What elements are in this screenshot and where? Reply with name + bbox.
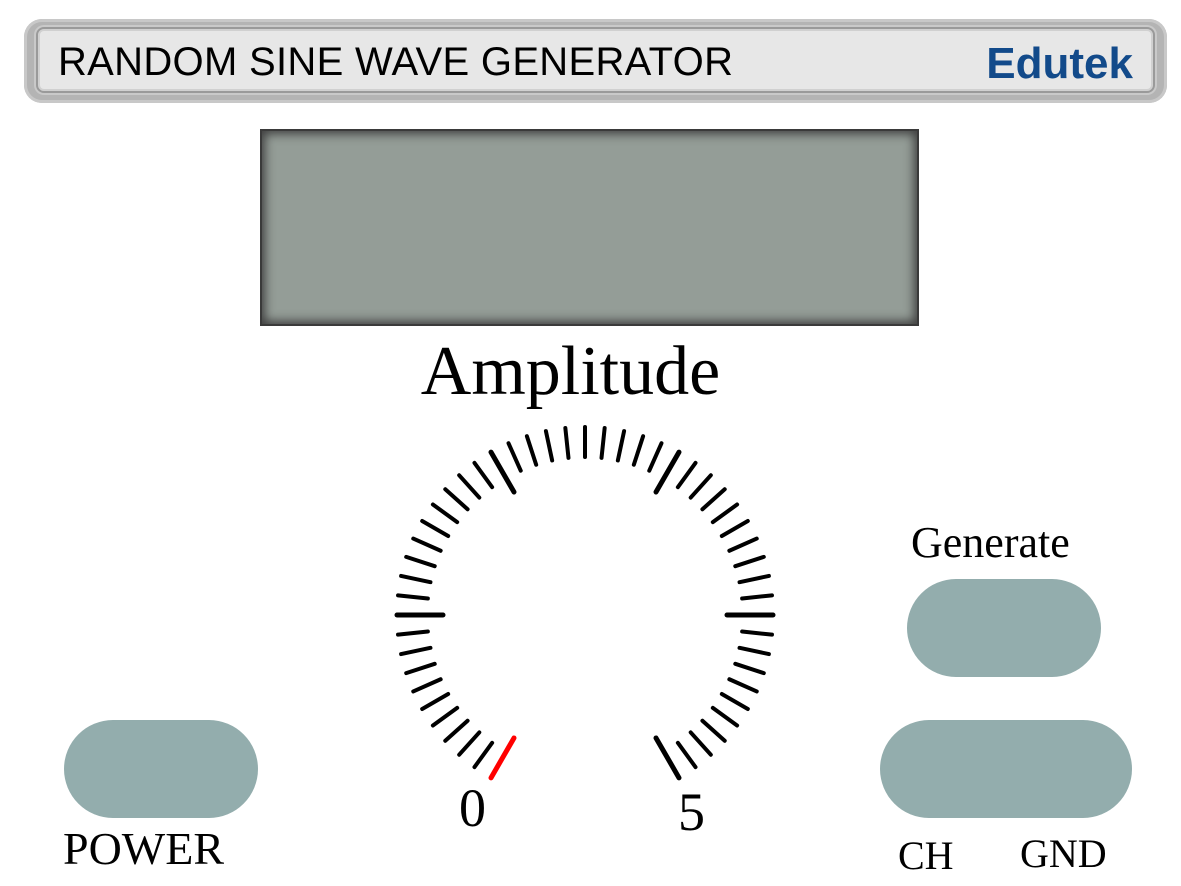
dial-minor-tick — [443, 487, 470, 512]
title-bar-panel: RANDOM SINE WAVE GENERATOR Edutek — [36, 27, 1155, 93]
dial-minor-tick — [411, 677, 443, 694]
dial-minor-tick — [719, 692, 750, 711]
dial-minor-tick — [675, 460, 698, 490]
dial-minor-tick — [675, 740, 698, 770]
dial-max-label: 5 — [678, 782, 705, 842]
dial-minor-tick — [737, 573, 771, 585]
dial-minor-tick — [430, 502, 460, 525]
dial-minor-tick — [710, 502, 740, 525]
dial-major-tick — [653, 449, 682, 495]
dial-minor-tick — [733, 661, 766, 676]
ch-label: CH — [898, 833, 954, 878]
dial-minor-tick — [396, 629, 430, 637]
dial-minor-tick — [631, 434, 646, 467]
dial-minor-tick — [420, 519, 451, 538]
dial-minor-tick — [740, 593, 774, 601]
dial-minor-tick — [472, 740, 495, 770]
dial-minor-tick — [524, 434, 539, 467]
dial-minor-tick — [457, 473, 482, 500]
dial-minor-tick — [420, 692, 451, 711]
dial-minor-tick — [615, 429, 627, 463]
dial-minor-tick — [404, 661, 437, 676]
dial-minor-tick — [719, 519, 750, 538]
power-label: POWER — [63, 823, 224, 874]
dial-minor-tick — [396, 593, 430, 601]
dial-minor-tick — [563, 426, 571, 460]
dial-minor-tick — [399, 573, 433, 585]
dial-minor-tick — [472, 460, 495, 490]
dial-major-tick — [488, 449, 517, 495]
dial-minor-tick — [688, 730, 713, 757]
ch-gnd-toggle[interactable] — [880, 720, 1132, 818]
amplitude-knob[interactable]: 0 5 — [385, 415, 785, 842]
dial-minor-tick — [727, 536, 759, 553]
dial-min-label: 0 — [459, 778, 486, 838]
app-title: RANDOM SINE WAVE GENERATOR — [58, 40, 734, 84]
dial-minor-tick — [740, 629, 774, 637]
dial-minor-tick — [688, 473, 713, 500]
dial-minor-tick — [443, 718, 470, 743]
dial-minor-tick — [543, 429, 555, 463]
dial-minor-tick — [457, 730, 482, 757]
amplitude-dial-scale[interactable] — [385, 415, 785, 835]
dial-major-tick — [653, 735, 682, 781]
generate-label: Generate — [911, 518, 1070, 567]
lcd-display — [260, 129, 919, 326]
dial-minor-tick — [737, 645, 771, 657]
dial-indicator-tick — [488, 735, 517, 781]
dial-minor-tick — [399, 645, 433, 657]
gnd-label: GND — [1020, 831, 1107, 876]
generate-button[interactable] — [907, 579, 1101, 677]
dial-minor-tick — [727, 677, 759, 694]
power-button[interactable] — [64, 720, 258, 818]
dial-minor-tick — [430, 705, 460, 728]
dial-minor-tick — [710, 705, 740, 728]
dial-minor-tick — [647, 441, 664, 473]
dial-minor-tick — [700, 487, 727, 512]
brand-logo: Edutek — [986, 39, 1133, 88]
title-bar: RANDOM SINE WAVE GENERATOR Edutek — [24, 19, 1167, 103]
dial-minor-tick — [599, 426, 607, 460]
dial-minor-tick — [506, 441, 523, 473]
amplitude-label: Amplitude — [420, 333, 721, 410]
dial-minor-tick — [411, 536, 443, 553]
dial-minor-tick — [733, 554, 766, 569]
dial-minor-tick — [700, 718, 727, 743]
dial-minor-tick — [404, 554, 437, 569]
